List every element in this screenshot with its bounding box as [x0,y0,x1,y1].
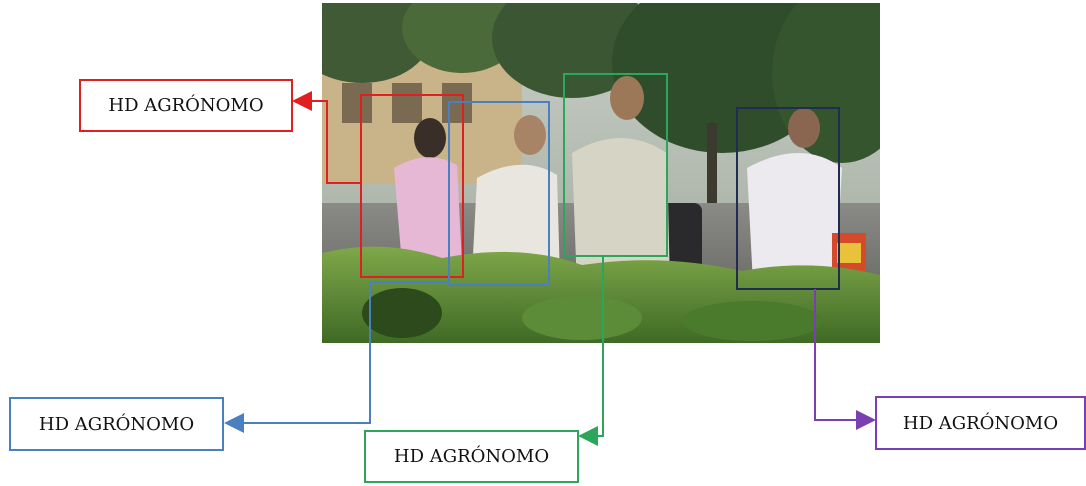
label-text-red: HD AGRÓNOMO [108,95,264,116]
detection-box-green [563,73,668,257]
label-box-blue: HD AGRÓNOMO [9,397,224,451]
connector-green-arrow [578,256,604,446]
street-photo [322,3,880,343]
connector-blue-arrow [224,281,449,433]
detection-box-navy [736,107,840,290]
label-box-green: HD AGRÓNOMO [364,430,579,483]
connector-purple-arrow [814,289,876,430]
connector-red-arrow [292,91,361,184]
label-box-red: HD AGRÓNOMO [79,79,293,132]
detection-box-red [360,94,464,278]
detection-box-blue [448,101,550,286]
label-text-purple: HD AGRÓNOMO [902,412,1059,434]
label-text-blue: HD AGRÓNOMO [38,413,195,435]
label-box-purple: HD AGRÓNOMO [875,396,1086,450]
label-text-green: HD AGRÓNOMO [393,446,550,467]
